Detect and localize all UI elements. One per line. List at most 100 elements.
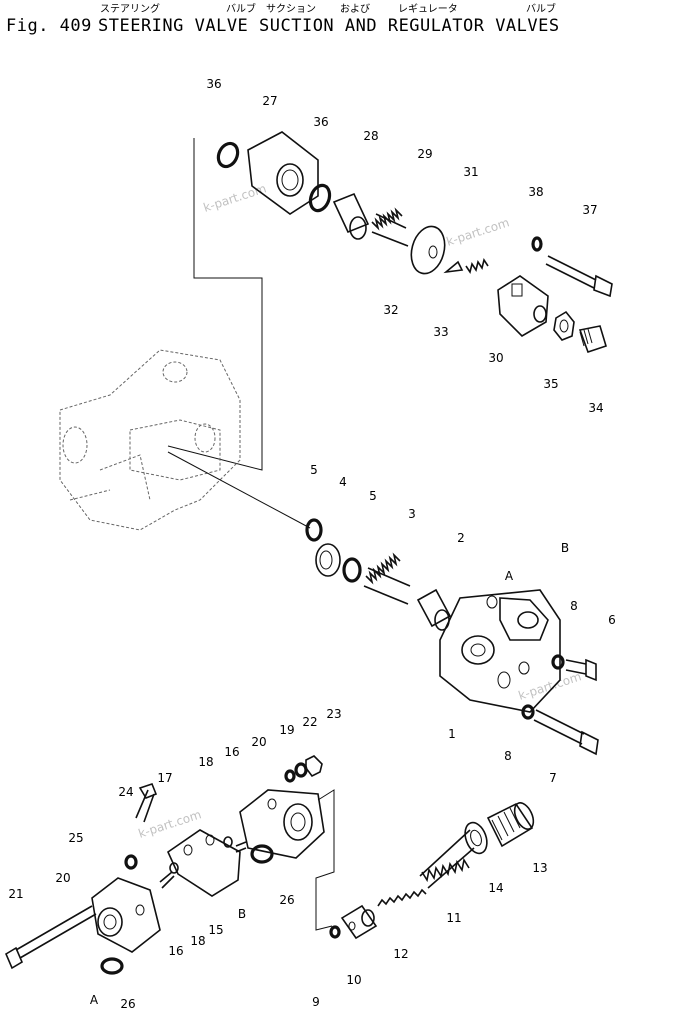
callout-18: 18 [190, 934, 205, 948]
spring-11 [419, 829, 475, 889]
callout-37: 37 [582, 203, 597, 217]
nut-35 [553, 310, 575, 341]
plug-13 [486, 802, 535, 848]
kana-steering: ステアリング [100, 2, 160, 15]
callout-17: 17 [157, 771, 172, 785]
callout-25: 25 [68, 831, 83, 845]
plug-18-upper [223, 836, 233, 848]
kana-and: および [340, 3, 370, 15]
callout-7: 7 [549, 771, 557, 785]
kana-suction: サクション [266, 3, 316, 15]
callout-1: 1 [448, 727, 456, 741]
washer-22 [294, 762, 308, 778]
callout-18: 18 [198, 755, 213, 769]
washer-8-lower [521, 704, 535, 720]
callout-22: 22 [302, 715, 317, 729]
callout-33: 33 [433, 325, 448, 339]
cover-15 [166, 829, 241, 897]
callout-34: 34 [588, 401, 603, 415]
callout-labels: 36 27 36 28 29 31 38 37 32 33 30 35 34 5… [8, 77, 615, 1010]
callout-16: 16 [168, 944, 183, 958]
kana-valves: バルブ [526, 2, 556, 15]
callout-20: 20 [251, 735, 266, 749]
watermark: k-part.com [445, 215, 511, 249]
callout-5: 5 [310, 463, 318, 477]
washer-8-upper [551, 654, 565, 670]
spool-10 [340, 904, 378, 940]
valve-body-1 [439, 589, 561, 713]
bolt-24 [135, 783, 158, 823]
bolt-6 [565, 658, 597, 682]
washer-38 [531, 236, 543, 252]
pin-16-left [159, 871, 175, 889]
watermark: k-part.com [137, 807, 203, 841]
callout-2: 2 [457, 531, 465, 545]
ring-19 [284, 769, 296, 783]
nut-23 [305, 755, 323, 778]
callout-10: 10 [346, 973, 361, 987]
ring-26-left [100, 957, 124, 975]
callout-36: 36 [206, 77, 221, 91]
watermark: k-part.com [202, 181, 268, 215]
callout-B: B [561, 541, 569, 555]
callout-16: 16 [224, 745, 239, 759]
figure-title: STEERING VALVE SUCTION AND REGULATOR VAL… [98, 16, 560, 36]
bolt-37 [545, 255, 613, 298]
bolt-21 [4, 905, 97, 970]
main-housing-casting [59, 349, 241, 531]
spring-33 [465, 258, 489, 274]
ring-5-right [342, 557, 362, 583]
plug-34 [578, 325, 607, 354]
housing-20-left [91, 877, 161, 953]
spring-12 [377, 888, 427, 907]
assembly-leader-line [167, 138, 263, 471]
callout-26: 26 [120, 997, 135, 1010]
callout-21: 21 [8, 887, 23, 901]
callout-35: 35 [543, 377, 558, 391]
seat-14 [464, 821, 488, 855]
callout-36: 36 [313, 115, 328, 129]
ring-36-right [308, 183, 332, 213]
callout-29: 29 [417, 147, 432, 161]
ring-26-right [250, 844, 274, 864]
callout-11: 11 [446, 911, 461, 925]
plug-18-left [169, 862, 179, 874]
bolt-7 [533, 709, 599, 756]
callout-14: 14 [488, 881, 503, 895]
callout-31: 31 [463, 165, 478, 179]
spring-3 [363, 552, 411, 605]
lower-leader-line [315, 789, 335, 931]
poppet-32 [443, 260, 464, 274]
callout-26: 26 [279, 893, 294, 907]
washer-9 [329, 925, 341, 939]
callout-12: 12 [393, 947, 408, 961]
callout-23: 23 [326, 707, 341, 721]
callout-6: 6 [608, 613, 616, 627]
housing-leader-line [167, 451, 311, 529]
spring-29 [371, 207, 409, 247]
callout-38: 38 [528, 185, 543, 199]
callout-A: A [505, 569, 514, 583]
callout-24: 24 [118, 785, 133, 799]
callout-3: 3 [408, 507, 416, 521]
washer-25 [124, 854, 138, 870]
kana-valve: バルブ [226, 2, 256, 15]
housing-20-upper [239, 789, 325, 859]
callout-20: 20 [55, 871, 70, 885]
callout-19: 19 [279, 723, 294, 737]
callout-A: A [90, 993, 99, 1007]
callout-15: 15 [208, 923, 223, 937]
watermark: k-part.com [517, 669, 583, 703]
callout-B: B [238, 907, 246, 921]
seat-4 [315, 543, 341, 577]
callout-32: 32 [383, 303, 398, 317]
piston-31 [410, 225, 446, 275]
callout-8: 8 [504, 749, 512, 763]
ring-5-left [305, 518, 323, 542]
pin-16-upper [235, 841, 247, 853]
cover-27 [247, 131, 319, 215]
callout-28: 28 [363, 129, 378, 143]
body-30 [497, 275, 549, 338]
callout-30: 30 [488, 351, 503, 365]
